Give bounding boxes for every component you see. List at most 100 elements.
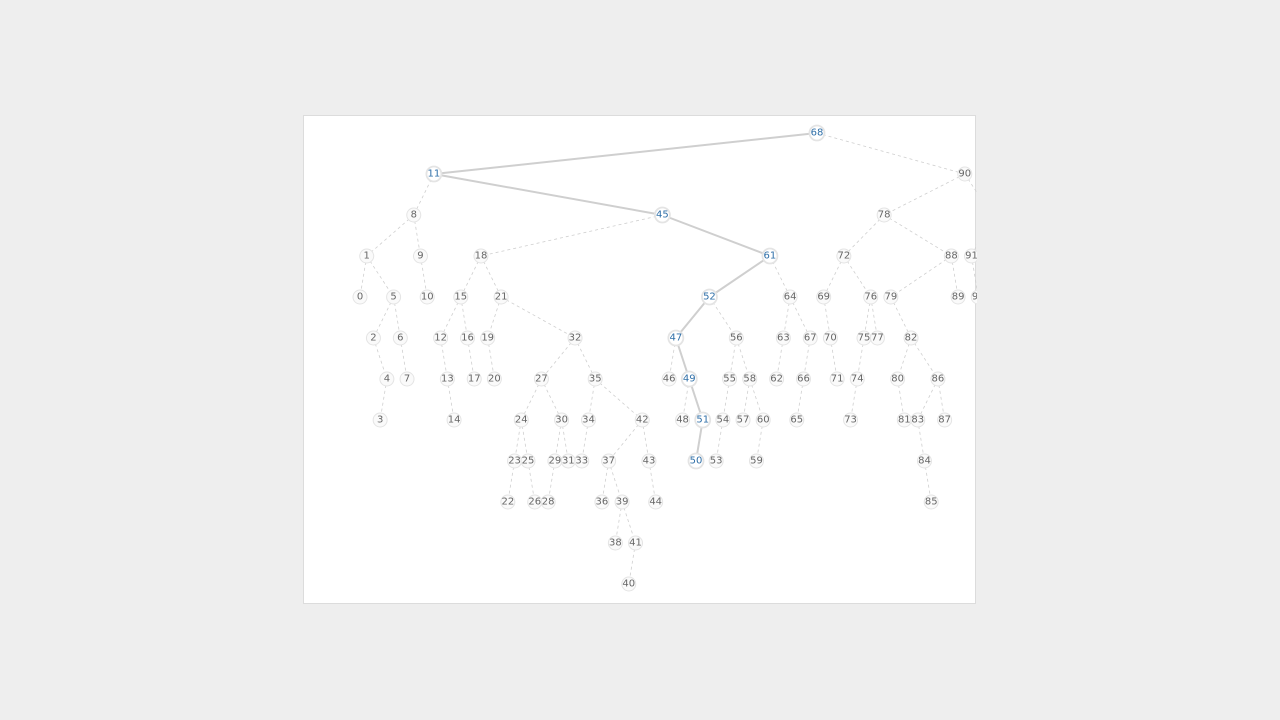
node-label: 39: [616, 497, 629, 508]
node-label: 64: [784, 292, 797, 303]
node-circle: [943, 248, 959, 264]
tree-node: 23: [507, 453, 523, 469]
tree-node: 12: [433, 330, 449, 346]
tree-node: 8: [406, 207, 422, 223]
node-label: 30: [555, 415, 568, 426]
tree-node: 24: [513, 412, 529, 428]
node-label: 9: [417, 251, 423, 262]
node-label: 47: [669, 333, 682, 344]
tree-node: 63: [775, 330, 791, 346]
tree-node: 4: [379, 371, 395, 387]
node-label: 70: [824, 333, 837, 344]
node-circle: [816, 289, 832, 305]
node-circle: [769, 371, 785, 387]
node-circle: [493, 289, 509, 305]
node-circle: [937, 412, 953, 428]
node-circle: [802, 330, 818, 346]
node-label: 61: [764, 251, 777, 262]
tree-node: 27: [533, 371, 549, 387]
node-label: 33: [575, 456, 588, 467]
tree-edge: [366, 255, 394, 298]
node-label: 82: [905, 333, 918, 344]
tree-node: 83: [910, 412, 926, 428]
tree-edge: [883, 173, 965, 216]
tree-node: 41: [628, 535, 644, 551]
tree-node: 25: [520, 453, 536, 469]
tree-node: 29: [547, 453, 563, 469]
node-circle: [621, 576, 637, 592]
node-circle: [808, 124, 826, 142]
tree-edge: [460, 255, 482, 298]
tree-node: 30: [554, 412, 570, 428]
node-circle: [675, 412, 691, 428]
highlighted-node: 52: [701, 288, 718, 306]
tree-node: 44: [648, 494, 664, 510]
node-label: 40: [622, 579, 635, 590]
node-circle: [540, 494, 556, 510]
node-circle: [433, 330, 449, 346]
node-label: 22: [501, 497, 514, 508]
tree-node: 92: [970, 289, 977, 305]
tree-node: 20: [486, 371, 502, 387]
tree-edge: [520, 378, 542, 421]
node-label: 54: [717, 415, 730, 426]
node-label: 11: [428, 169, 441, 180]
node-circle: [500, 494, 516, 510]
node-label: 25: [522, 456, 535, 467]
node-label: 92: [972, 292, 977, 303]
nodes: 0123456789101112131415161718192021222324…: [352, 124, 977, 592]
node-circle: [554, 412, 570, 428]
node-label: 75: [858, 333, 871, 344]
tree-node: 60: [755, 412, 771, 428]
tree-node: 78: [876, 207, 892, 223]
node-circle: [648, 494, 664, 510]
node-circle: [950, 289, 966, 305]
node-circle: [755, 412, 771, 428]
highlighted-node: 11: [425, 165, 443, 183]
node-circle: [796, 371, 812, 387]
node-label: 1: [364, 251, 370, 262]
node-label: 62: [770, 374, 783, 385]
tree-edge: [440, 296, 462, 339]
node-label: 12: [434, 333, 447, 344]
node-circle: [667, 329, 685, 347]
tree-edge: [574, 337, 596, 380]
node-circle: [687, 452, 705, 470]
tree-node: 43: [641, 453, 657, 469]
node-circle: [742, 371, 758, 387]
node-circle: [849, 371, 865, 387]
node-circle: [439, 371, 455, 387]
tree-node: 13: [439, 371, 455, 387]
node-circle: [869, 330, 885, 346]
tree-node: 3: [372, 412, 388, 428]
tree-node: 38: [607, 535, 623, 551]
node-label: 24: [515, 415, 528, 426]
node-circle: [607, 535, 623, 551]
node-circle: [903, 330, 919, 346]
node-circle: [359, 248, 375, 264]
node-label: 72: [837, 251, 850, 262]
tree-node: 36: [594, 494, 610, 510]
tree-node: 71: [829, 371, 845, 387]
tree-node: 75: [856, 330, 872, 346]
tree-node: 64: [782, 289, 798, 305]
node-label: 18: [475, 251, 488, 262]
node-circle: [594, 494, 610, 510]
tree-node: 1: [359, 248, 375, 264]
node-circle: [957, 166, 973, 182]
highlighted-node: 68: [808, 124, 826, 142]
tree-node: 16: [460, 330, 476, 346]
node-label: 34: [582, 415, 595, 426]
node-label: 36: [596, 497, 609, 508]
node-label: 89: [952, 292, 965, 303]
node-circle: [836, 248, 852, 264]
node-label: 17: [468, 374, 481, 385]
node-circle: [789, 412, 805, 428]
tree-edge: [816, 132, 965, 175]
node-circle: [661, 371, 677, 387]
tree-node: 42: [634, 412, 650, 428]
highlighted-node: 61: [761, 247, 779, 265]
node-label: 84: [918, 456, 931, 467]
node-label: 27: [535, 374, 548, 385]
tree-node: 19: [480, 330, 496, 346]
